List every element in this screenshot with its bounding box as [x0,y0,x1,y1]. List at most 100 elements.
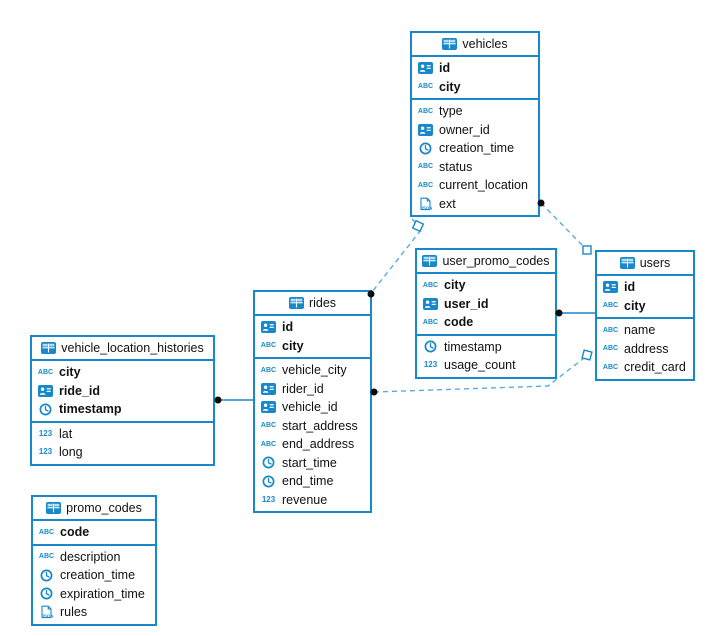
text-type-icon: ABC [417,83,434,91]
id-card-icon [260,321,277,334]
column-name: credit_card [624,360,686,374]
column-name: expiration_time [60,586,145,601]
column-row-city[interactable]: ABC city [597,297,693,316]
column-name: end_address [282,437,355,451]
column-row-owner_id[interactable]: owner_id [412,121,538,140]
column-name: ext [439,196,456,211]
table-title: users [639,256,671,270]
column-row-id[interactable]: id [255,318,370,337]
timestamp-type-icon [417,142,434,155]
table-title: promo_codes [66,501,142,515]
table-header-vehicles[interactable]: vehicles [412,33,538,57]
relation-line-vehicles-rides [371,218,422,293]
column-name: lat [59,426,73,441]
column-name: timestamp [444,339,502,354]
column-row-end_time[interactable]: end_time [255,472,370,491]
table-header-vehicle_location_histories[interactable]: vehicle_location_histories [32,337,213,361]
column-name: creation_time [439,141,515,155]
column-name: name [624,323,656,337]
column-row-ext[interactable]: JSON ext [412,195,538,214]
column-row-name[interactable]: ABC name [597,321,693,340]
text-type-icon: ABC [417,107,434,115]
table-icon [288,297,304,309]
column-row-code[interactable]: ABC code [33,523,155,542]
column-row-vehicle_id[interactable]: vehicle_id [255,398,370,417]
id-card-icon [417,62,434,75]
column-row-id[interactable]: id [597,278,693,297]
table-header-user_promo_codes[interactable]: user_promo_codes [417,250,555,274]
id-card-icon [417,123,434,136]
text-type-icon: ABC [260,366,277,374]
text-type-icon: ABC [602,326,619,334]
json-type-icon: JSON [417,197,434,211]
table-icon [442,38,458,50]
column-name: rider_id [282,381,324,396]
text-type-icon: ABC [38,528,55,536]
id-card-icon [422,297,439,310]
column-name: id [439,61,451,75]
column-row-user_id[interactable]: user_id [417,295,555,314]
column-name: start_time [282,455,337,470]
text-type-icon: ABC [38,553,55,561]
timestamp-type-icon [37,403,54,416]
text-type-icon: ABC [260,342,277,350]
column-row-creation_time[interactable]: creation_time [412,139,538,158]
table-header-rides[interactable]: rides [255,292,370,316]
column-row-start_time[interactable]: start_time [255,454,370,473]
id-card-icon [37,384,54,397]
table-header-users[interactable]: users [597,252,693,276]
number-type-icon: 123 [261,494,276,504]
relation-line-vehicles-users [540,202,585,248]
column-row-expiration_time[interactable]: expiration_time [33,585,155,604]
column-name: creation_time [60,568,136,582]
id-card-icon [602,281,619,294]
number-type-icon: 123 [38,447,53,457]
column-row-timestamp[interactable]: timestamp [32,400,213,419]
text-type-icon: ABC [422,281,439,289]
column-name: user_id [444,296,489,311]
column-name: city [624,298,646,313]
column-name: code [60,525,90,539]
column-row-ride_id[interactable]: ride_id [32,382,213,401]
column-row-lat[interactable]: 123 lat [32,425,213,444]
number-type-icon: 123 [38,428,53,438]
table-title: vehicles [462,37,508,51]
text-type-icon: ABC [602,302,619,310]
column-row-id[interactable]: id [412,59,538,78]
timestamp-type-icon [38,587,55,600]
table-header-promo_codes[interactable]: promo_codes [33,497,155,521]
column-row-rider_id[interactable]: rider_id [255,380,370,399]
relation-square-marker-vehicles-users [582,245,592,255]
column-row-timestamp[interactable]: timestamp [417,338,555,357]
column-row-creation_time[interactable]: creation_time [33,566,155,585]
column-name: start_address [282,418,358,433]
